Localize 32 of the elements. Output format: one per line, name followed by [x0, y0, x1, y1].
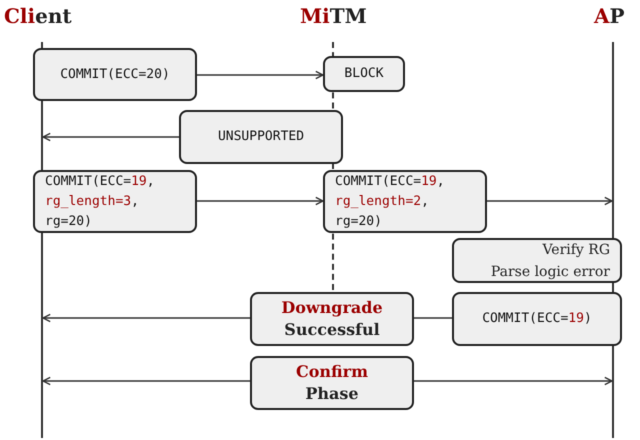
- message-text: COMMIT(ECC=20): [60, 66, 170, 84]
- status-box: [250, 292, 414, 346]
- arrow: [42, 376, 250, 386]
- arrow: [197, 196, 324, 206]
- message-text: COMMIT(ECC=19, rg_length=3, rg=20): [45, 172, 156, 230]
- message-box: [33, 48, 197, 101]
- message-text: COMMIT(ECC=19, rg_length=2, rg=20): [335, 172, 446, 230]
- message-box: [33, 170, 197, 233]
- message-text: BLOCK: [344, 65, 384, 83]
- arrow: [42, 132, 179, 142]
- note-text: Verify RG: [541, 240, 610, 260]
- note-text: Parse logic error: [490, 262, 610, 282]
- status-text: Downgrade: [280, 297, 384, 319]
- arrow: [487, 196, 613, 206]
- message-box: [179, 110, 343, 164]
- status-text: Successful: [283, 319, 381, 341]
- arrow: [197, 70, 324, 80]
- arrow: [414, 376, 613, 386]
- status-text: Confirm: [294, 361, 370, 383]
- message-box: [323, 56, 405, 92]
- status-text: Phase: [304, 383, 360, 405]
- message-box: [323, 170, 487, 233]
- message-text: COMMIT(ECC=19): [482, 310, 592, 328]
- note-box: [452, 238, 622, 283]
- message-text: UNSUPPORTED: [218, 128, 304, 146]
- message-box: [452, 292, 622, 346]
- participant-label: AP: [594, 4, 625, 28]
- connector-line: [414, 317, 452, 319]
- arrow: [42, 314, 250, 322]
- participant-label: MiTM: [300, 4, 367, 28]
- participant-label: Client: [4, 4, 72, 28]
- status-box: [250, 356, 414, 410]
